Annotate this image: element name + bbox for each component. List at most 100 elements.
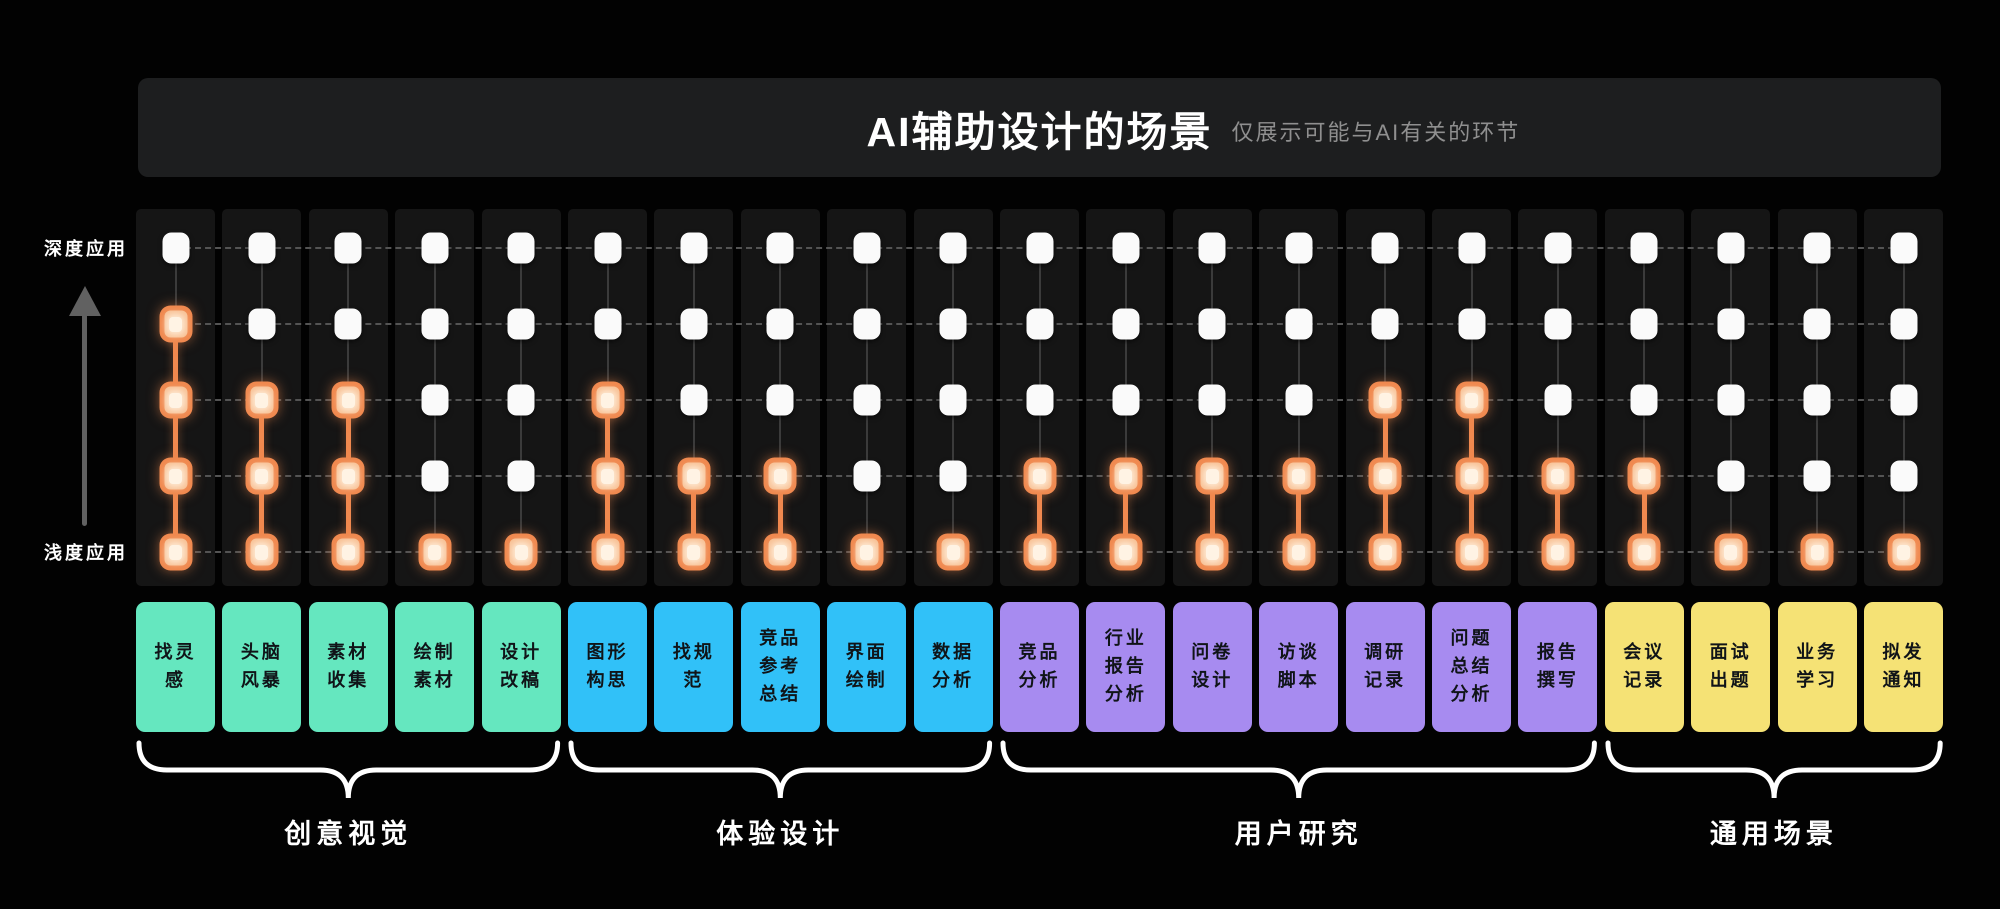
up-arrow-shaft bbox=[82, 314, 87, 526]
level-dot-inactive bbox=[1198, 384, 1226, 416]
level-dot-inactive bbox=[680, 232, 708, 264]
level-dot-core bbox=[687, 544, 701, 560]
level-dot-inactive bbox=[421, 384, 449, 416]
level-dot-core bbox=[1205, 544, 1219, 560]
level-dot-inactive bbox=[1890, 460, 1917, 492]
level-dot-active bbox=[1887, 533, 1920, 571]
level-dot-active bbox=[1282, 533, 1316, 571]
level-dot-core bbox=[1033, 468, 1046, 484]
level-dot-inactive bbox=[1026, 232, 1053, 264]
level-dot-inactive bbox=[939, 232, 967, 264]
axis-label-shallow: 浅度应用 bbox=[44, 543, 128, 563]
scenario-label: 数据分析 bbox=[913, 602, 993, 732]
level-dot-active bbox=[1455, 381, 1488, 419]
level-dot-inactive bbox=[853, 308, 881, 340]
scenario-label: 找灵感 bbox=[136, 602, 215, 732]
level-dot-core bbox=[1292, 544, 1306, 560]
group-label: 通用场景 bbox=[1709, 819, 1838, 849]
group-label: 用户研究 bbox=[1234, 819, 1363, 849]
level-dot-active bbox=[331, 381, 365, 419]
level-dot-inactive bbox=[1112, 308, 1140, 340]
level-dot-inactive bbox=[1803, 384, 1831, 416]
level-dot-inactive bbox=[1112, 384, 1140, 416]
level-dot-inactive bbox=[162, 232, 189, 264]
level-dot-inactive bbox=[766, 232, 794, 264]
level-dot-inactive bbox=[421, 460, 449, 492]
level-dot-inactive bbox=[1803, 308, 1831, 340]
group-label: 创意视觉 bbox=[284, 819, 413, 849]
level-dot-active bbox=[1023, 457, 1056, 495]
level-dot-core bbox=[1637, 544, 1651, 560]
level-dot-inactive bbox=[1026, 308, 1053, 340]
scenario-label: 设计改稿 bbox=[481, 602, 561, 732]
level-dot-active bbox=[159, 457, 192, 495]
level-dot-inactive bbox=[1544, 308, 1572, 340]
level-dot-inactive bbox=[766, 384, 794, 416]
level-dot-inactive bbox=[939, 384, 967, 416]
level-dot-inactive bbox=[1285, 308, 1313, 340]
scenario-label: 会议记录 bbox=[1604, 602, 1684, 732]
level-dot-core bbox=[169, 316, 182, 332]
level-dot-core bbox=[1119, 468, 1133, 484]
scenario-label: 调研记录 bbox=[1345, 602, 1425, 732]
level-dot-core bbox=[169, 468, 182, 484]
scenario-label: 头脑风暴 bbox=[222, 602, 302, 732]
group-bracket bbox=[1000, 740, 1597, 799]
header-bar: AI辅助设计的场景 仅展示可能与AI有关的环节 bbox=[138, 78, 1941, 177]
level-dot-inactive bbox=[766, 308, 794, 340]
group-label: 体验设计 bbox=[716, 819, 845, 849]
scenario-label: 面试出题 bbox=[1691, 602, 1771, 732]
level-dot-inactive bbox=[1890, 232, 1917, 264]
level-dot-core bbox=[341, 544, 355, 560]
active-range-line bbox=[1641, 476, 1647, 552]
level-dot-active bbox=[1455, 533, 1488, 571]
level-dot-active bbox=[1541, 457, 1575, 495]
level-dot-inactive bbox=[1026, 384, 1053, 416]
level-dot-core bbox=[1205, 468, 1219, 484]
level-dot-core bbox=[601, 544, 614, 560]
level-dot-active bbox=[245, 457, 279, 495]
level-dot-core bbox=[1810, 544, 1824, 560]
level-dot-core bbox=[773, 468, 787, 484]
scenario-label: 竞品参考总结 bbox=[740, 602, 820, 732]
level-dot-core bbox=[341, 468, 355, 484]
active-range-line bbox=[1555, 476, 1561, 552]
level-dot-core bbox=[1033, 544, 1046, 560]
level-dot-inactive bbox=[248, 232, 276, 264]
level-dot-core bbox=[1551, 544, 1565, 560]
level-dot-core bbox=[341, 392, 355, 408]
scenario-label: 业务学习 bbox=[1777, 602, 1857, 732]
level-dot-core bbox=[1378, 468, 1392, 484]
level-dot-active bbox=[331, 533, 365, 571]
level-dot-inactive bbox=[1630, 308, 1658, 340]
level-dot-active bbox=[763, 457, 797, 495]
scenario-label: 素材收集 bbox=[308, 602, 388, 732]
level-dot-active bbox=[418, 533, 452, 571]
scenario-label: 竞品分析 bbox=[1000, 602, 1079, 732]
level-dot-core bbox=[773, 544, 787, 560]
active-range-line bbox=[1037, 476, 1042, 552]
level-dot-active bbox=[677, 457, 711, 495]
level-dot-inactive bbox=[1717, 308, 1745, 340]
level-dot-active bbox=[850, 533, 884, 571]
active-range-line bbox=[777, 476, 783, 552]
level-dot-core bbox=[946, 544, 960, 560]
level-dot-active bbox=[1714, 533, 1748, 571]
group-bracket bbox=[136, 740, 561, 799]
level-dot-inactive bbox=[1458, 232, 1485, 264]
level-dot-core bbox=[428, 544, 442, 560]
level-dot-inactive bbox=[594, 308, 621, 340]
axis-label-deep: 深度应用 bbox=[44, 239, 128, 259]
level-dot-inactive bbox=[1890, 384, 1917, 416]
level-dot-active bbox=[245, 533, 279, 571]
level-dot-core bbox=[255, 392, 269, 408]
level-dot-inactive bbox=[421, 308, 449, 340]
active-range-line bbox=[1296, 476, 1302, 552]
level-dot-active bbox=[504, 533, 538, 571]
level-dot-inactive bbox=[1112, 232, 1140, 264]
level-dot-core bbox=[255, 468, 269, 484]
level-dot-core bbox=[1292, 468, 1306, 484]
level-dot-core bbox=[1119, 544, 1133, 560]
level-dot-inactive bbox=[853, 232, 881, 264]
